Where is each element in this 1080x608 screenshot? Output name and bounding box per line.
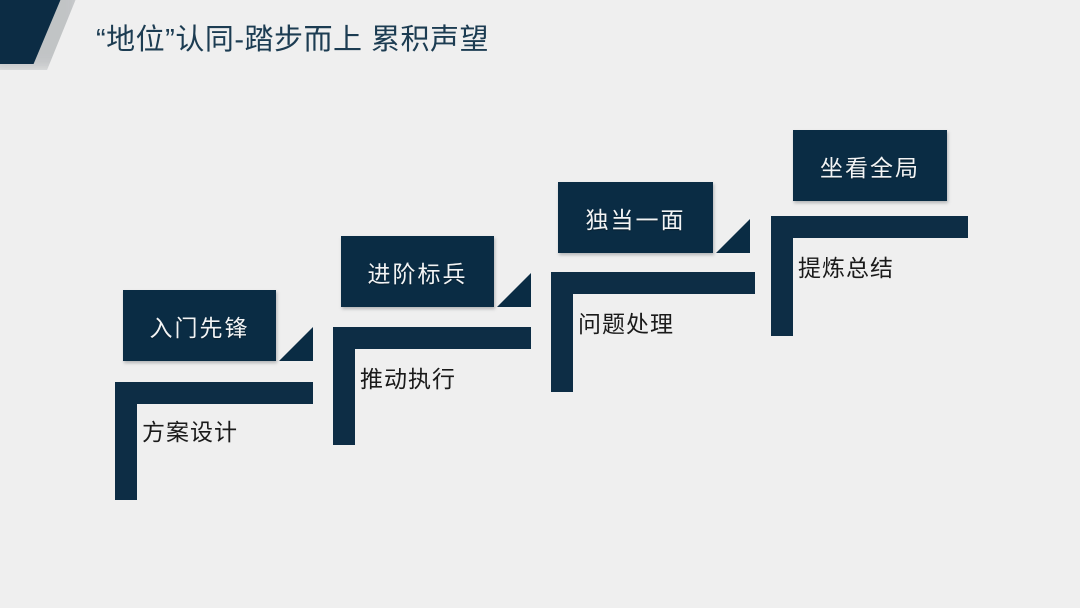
step-1-task-label: 方案设计 [142,419,238,445]
step-1-badge-label: 入门先锋 [149,314,250,341]
step-3-badge-label: 独当一面 [585,206,686,233]
step-3-tail-triangle [716,219,750,253]
step-4-badge-box[interactable]: 坐看全局 [793,130,947,201]
step-3-bracket [551,272,755,392]
step-4-bracket [771,216,968,336]
step-1-badge-box[interactable]: 入门先锋 [123,290,276,361]
slide-title: “地位”认同-踏步而上 累积声望 [96,24,490,56]
step-2-bracket [333,327,531,445]
step-2-badge-box[interactable]: 进阶标兵 [341,236,494,307]
step-1-tail-triangle [279,327,313,361]
step-2-badge-label: 进阶标兵 [367,260,468,287]
step-3-badge-box[interactable]: 独当一面 [558,182,713,253]
step-4-task-label: 提炼总结 [798,255,894,281]
step-4-badge-label: 坐看全局 [820,154,920,181]
step-2-task-label: 推动执行 [360,366,456,392]
step-1-bracket [115,382,313,500]
step-2-tail-triangle [497,273,531,307]
step-3-task-label: 问题处理 [578,311,674,337]
